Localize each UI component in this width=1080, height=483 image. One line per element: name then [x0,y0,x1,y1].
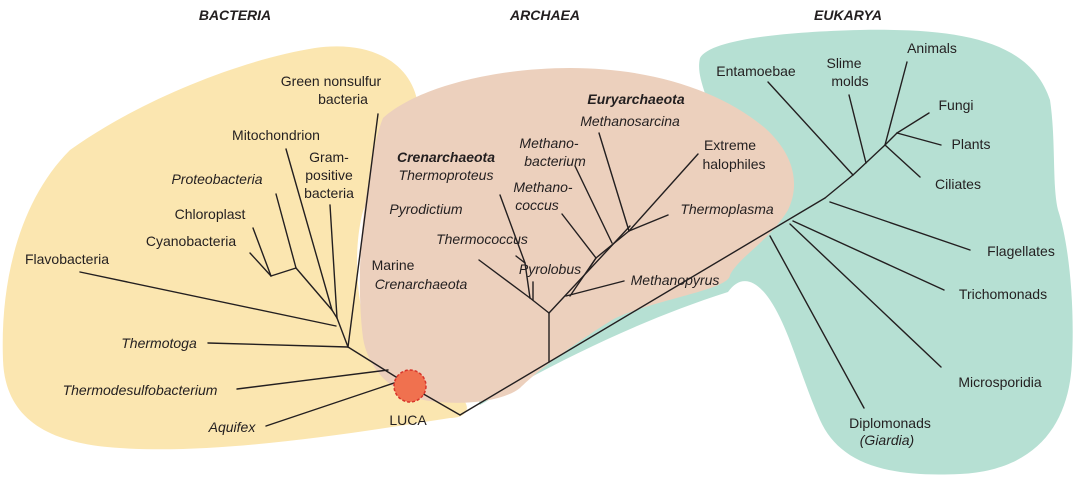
label-animals: Animals [907,40,957,56]
label-gram-positive-line1: Gram- [309,149,349,165]
label-green-nonsulfur-line2: bacteria [318,91,368,107]
label-flagellates: Flagellates [987,243,1055,259]
label-slime-molds-line1: Slime [826,55,861,71]
label-euryarchaeota: Euryarchaeota [587,91,684,107]
label-thermoplasma: Thermoplasma [680,201,774,217]
label-diplomonads-line1: Diplomonads [849,415,931,431]
label-fungi: Fungi [938,97,973,113]
label-slime-molds-line2: molds [831,73,868,89]
label-crenarchaeota: Crenarchaeota [397,149,495,165]
label-proteobacteria: Proteobacteria [171,171,262,187]
luca-node [393,369,427,403]
label-marine-crenarchaeota-line2: Crenarchaeota [375,276,468,292]
label-methanococcus-line2: coccus [515,197,559,213]
label-gram-positive-line3: bacteria [304,185,354,201]
label-methanopyrus: Methanopyrus [631,272,720,288]
label-marine-crenarchaeota-line1: Marine [372,257,415,273]
label-cyanobacteria: Cyanobacteria [146,233,236,249]
label-microsporidia: Microsporidia [958,374,1041,390]
label-extreme-halophiles-line2: halophiles [702,156,765,172]
label-green-nonsulfur-line1: Green nonsulfur [281,73,382,89]
label-gram-positive-line2: positive [305,167,353,183]
label-entamoebae: Entamoebae [716,63,796,79]
label-methanosarcina: Methanosarcina [580,113,680,129]
label-plants: Plants [952,136,991,152]
bacteria-heading: BACTERIA [199,7,271,23]
eukarya-heading: EUKARYA [814,7,882,23]
label-diplomonads-line2: (Giardia) [860,432,914,448]
label-aquifex: Aquifex [208,419,257,435]
label-thermodesulfobacterium: Thermodesulfobacterium [63,382,218,398]
label-chloroplast: Chloroplast [175,206,246,222]
label-extreme-halophiles-line1: Extreme [704,137,756,153]
label-pyrodictium: Pyrodictium [389,201,462,217]
label-thermotoga: Thermotoga [121,335,197,351]
label-mitochondrion: Mitochondrion [232,127,320,143]
label-methanobacterium-line1: Methano- [519,135,578,151]
label-pyrolobus: Pyrolobus [519,261,581,277]
label-trichomonads: Trichomonads [959,286,1047,302]
label-flavobacteria: Flavobacteria [25,251,109,267]
label-ciliates: Ciliates [935,176,981,192]
archaea-heading: ARCHAEA [509,7,580,23]
label-methanobacterium-line2: bacterium [524,153,586,169]
label-methanococcus-line1: Methano- [513,179,572,195]
label-thermococcus: Thermococcus [436,231,528,247]
label-thermoproteus: Thermoproteus [399,167,494,183]
archaea-region [359,68,795,403]
label-luca: LUCA [389,412,427,428]
tree-branches [79,61,971,427]
